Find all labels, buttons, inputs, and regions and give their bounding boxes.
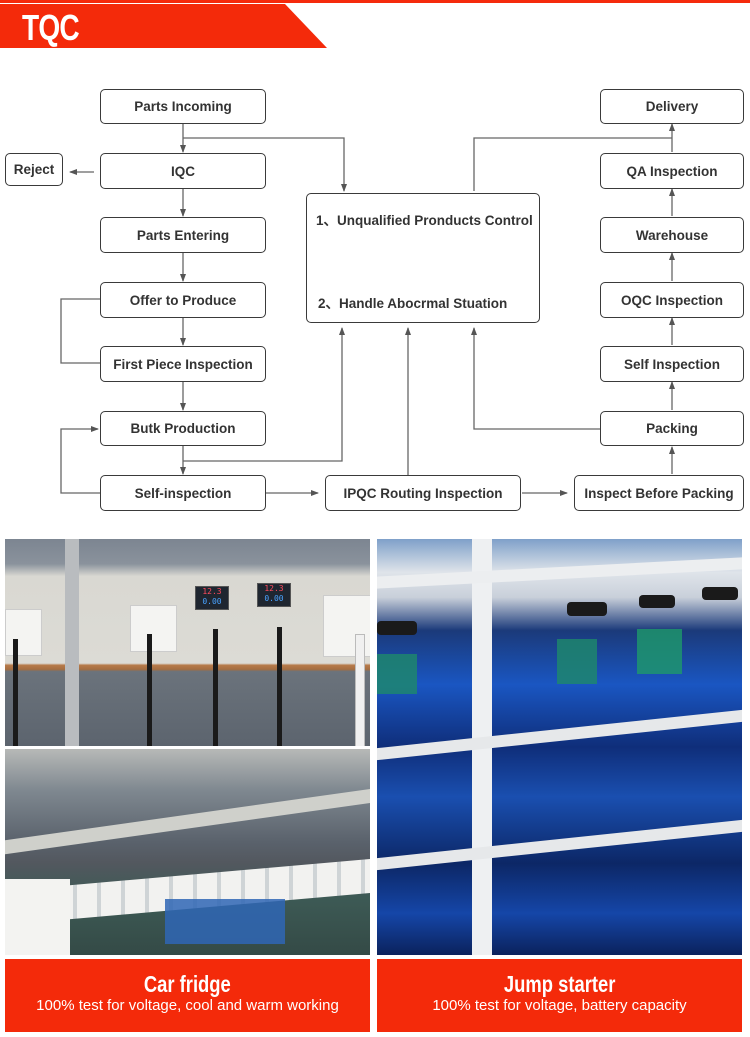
center-item-1: 1、Unqualified Pronducts Control: [316, 213, 533, 228]
photo-green-board: [637, 629, 682, 674]
photo-shelf-bar: [377, 557, 742, 589]
arrow-butk-to-center: [183, 327, 345, 462]
meter-voltage: 12.3: [264, 584, 284, 593]
page-title: TQC: [22, 7, 80, 48]
photo-voltmeter: 12.3 0.00: [257, 583, 291, 607]
center-item-2: 2、Handle Abocrmal Stuation: [318, 296, 508, 311]
photo-socket-rail: [5, 789, 370, 855]
node-delivery: Delivery: [600, 89, 744, 124]
banner-shape: [0, 4, 327, 48]
photo-tester-device: [702, 587, 738, 600]
caption-title: Car fridge: [144, 971, 231, 997]
header-banner: TQC: [0, 4, 330, 48]
loop-self-to-butk: [60, 426, 100, 494]
photo-cable: [147, 634, 152, 746]
node-iqc: IQC: [100, 153, 266, 189]
flow-connectors: [60, 123, 675, 496]
node-warehouse: Warehouse: [600, 217, 744, 253]
node-abnormal-handling: 1、Unqualified Pronducts Control 2、Handle…: [306, 193, 540, 323]
photo-tester-device: [377, 621, 417, 635]
photo-shelf-bar: [377, 819, 742, 871]
node-butk-production: Butk Production: [100, 411, 266, 446]
node-self-inspection: Self-inspection: [100, 475, 266, 511]
caption-car-fridge: Car fridge 100% test for voltage, cool a…: [5, 959, 370, 1032]
node-qa-inspection: QA Inspection: [600, 153, 744, 189]
photo-jump-starter-rack: [377, 539, 742, 955]
photo-blue-boxes: [165, 899, 285, 944]
photo-tester-device: [639, 595, 675, 608]
node-self-inspection-right: Self Inspection: [600, 346, 744, 382]
arrow-incoming-to-center: [183, 137, 347, 192]
photo-green-board: [557, 639, 597, 684]
node-offer-to-produce: Offer to Produce: [100, 282, 266, 318]
tqc-flowchart: Parts Incoming IQC Parts Entering Offer …: [0, 60, 750, 530]
photo-cable: [213, 629, 218, 746]
node-oqc-inspection: OQC Inspection: [600, 282, 744, 318]
photo-pillar: [65, 539, 79, 746]
caption-subtitle: 100% test for voltage, cool and warm wor…: [36, 997, 339, 1014]
caption-title: Jump starter: [503, 971, 616, 997]
photo-car-fridge-line: [5, 749, 370, 955]
photo-socket-test-wall: 12.3 0.00 12.3 0.00: [5, 539, 370, 746]
loop-first-to-offer: [60, 298, 100, 364]
photo-voltmeter: 12.3 0.00: [195, 586, 229, 610]
node-packing: Packing: [600, 411, 744, 446]
meter-current: 0.00: [264, 594, 284, 603]
node-parts-entering: Parts Entering: [100, 217, 266, 253]
caption-subtitle: 100% test for voltage, battery capacity: [432, 997, 687, 1014]
photo-cable-white: [355, 634, 365, 746]
node-ipqc-routing-inspection: IPQC Routing Inspection: [325, 475, 521, 511]
photo-section: 12.3 0.00 12.3 0.00: [0, 535, 750, 955]
photo-white-stack: [5, 879, 70, 955]
line-center-to-delivery: [473, 137, 672, 191]
meter-voltage: 12.3: [202, 587, 222, 596]
arrow-packing-to-center: [471, 327, 600, 430]
caption-jump-starter: Jump starter 100% test for voltage, batt…: [377, 959, 742, 1032]
node-reject: Reject: [5, 153, 63, 186]
photo-cable: [277, 627, 282, 746]
node-parts-incoming: Parts Incoming: [100, 89, 266, 124]
photo-shelf-bar: [377, 709, 742, 761]
photo-cable: [13, 639, 18, 746]
meter-current: 0.00: [202, 597, 222, 606]
node-inspect-before-packing: Inspect Before Packing: [574, 475, 744, 511]
node-first-piece-inspection: First Piece Inspection: [100, 346, 266, 382]
photo-socket-plate: [5, 609, 42, 656]
top-accent-line: [0, 0, 750, 3]
photo-green-board: [377, 654, 417, 694]
photo-socket-plate: [130, 605, 177, 652]
photo-tester-device: [567, 602, 607, 616]
